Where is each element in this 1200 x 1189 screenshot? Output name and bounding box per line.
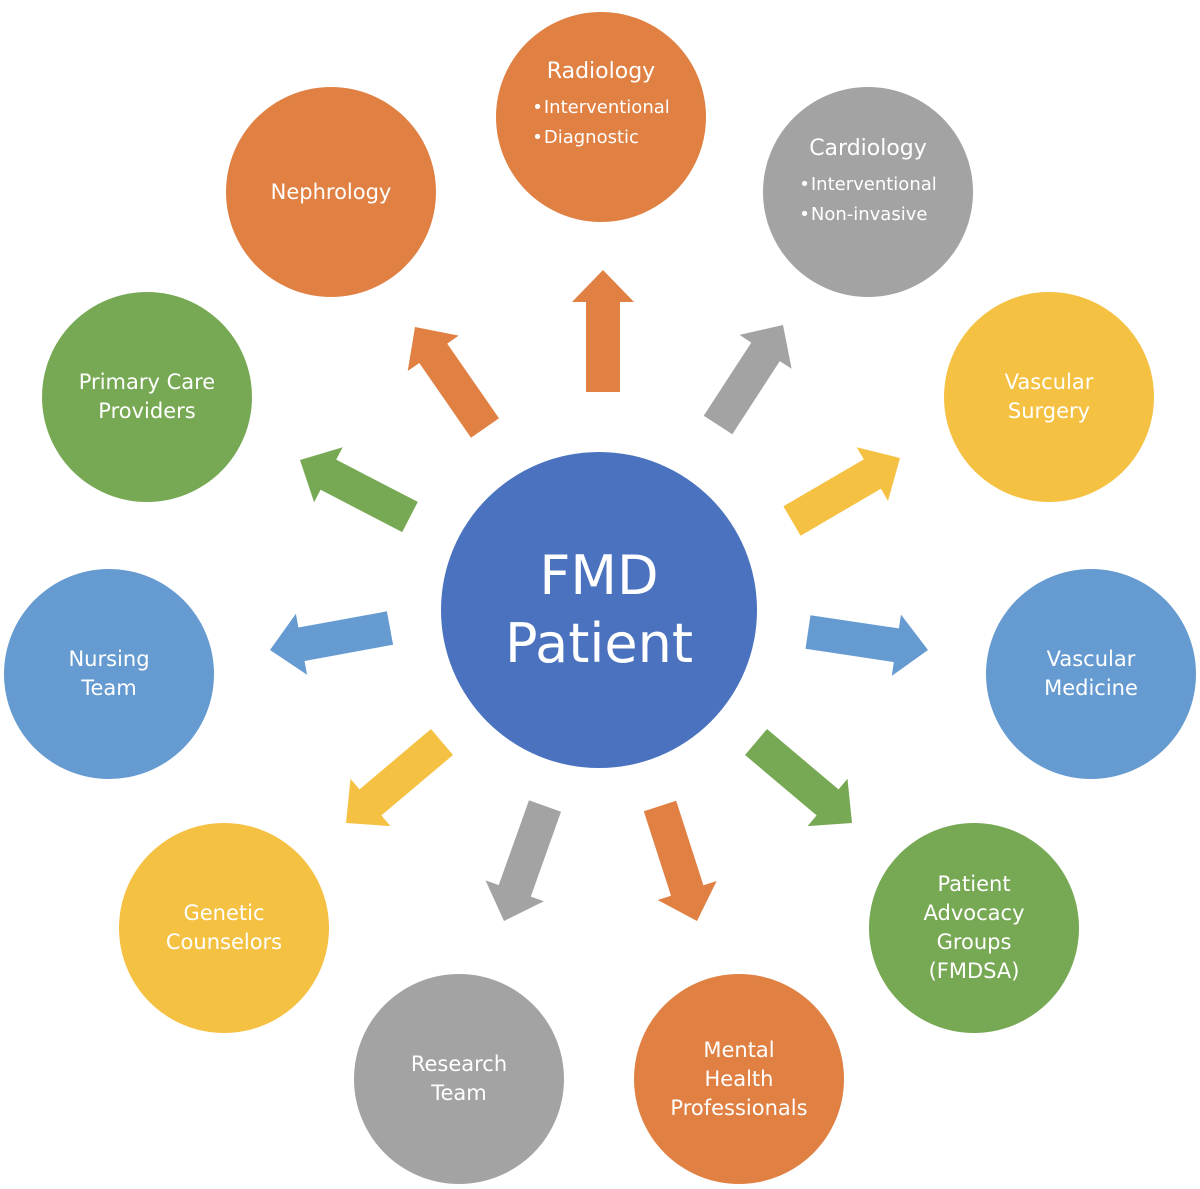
- node-vascular-medicine: Vascular Medicine: [986, 569, 1196, 779]
- node-cardiology-item: Interventional: [799, 170, 937, 200]
- arrow-to-research-team: [485, 800, 561, 921]
- node-nursing-team: Nursing Team: [4, 569, 214, 779]
- node-patient-advocacy-label: Patient Advocacy Groups (FMDSA): [923, 872, 1025, 983]
- node-patient-advocacy-groups: Patient Advocacy Groups (FMDSA): [869, 823, 1079, 1033]
- node-radiology: Radiology Interventional Diagnostic: [496, 12, 706, 222]
- arrow-to-radiology: [572, 270, 634, 392]
- node-vascular-medicine-label: Vascular Medicine: [1044, 647, 1138, 700]
- node-nursing-team-label: Nursing Team: [68, 647, 150, 700]
- node-cardiology-item: Non-invasive: [799, 200, 937, 230]
- center-node-fmd-patient: FMD Patient: [441, 452, 757, 768]
- node-cardiology-title: Cardiology: [809, 136, 927, 161]
- node-primary-care-providers: Primary Care Providers: [42, 292, 252, 502]
- arrow-to-primary-care: [300, 447, 418, 533]
- node-radiology-item: Diagnostic: [532, 123, 670, 153]
- node-vascular-surgery: Vascular Surgery: [944, 292, 1154, 502]
- node-cardiology: Cardiology Interventional Non-invasive: [763, 87, 973, 297]
- node-radiology-item: Interventional: [532, 93, 670, 123]
- arrow-to-patient-advocacy: [745, 729, 852, 827]
- node-research-team: Research Team: [354, 974, 564, 1184]
- node-genetic-counselors: Genetic Counselors: [119, 823, 329, 1033]
- node-genetic-counselors-label: Genetic Counselors: [165, 901, 283, 954]
- node-nephrology: Nephrology: [226, 87, 436, 297]
- arrow-to-nursing-team: [270, 611, 394, 675]
- node-radiology-list: Interventional Diagnostic: [532, 93, 670, 153]
- center-label: FMD Patient: [504, 544, 694, 675]
- arrow-to-mental-health: [643, 800, 717, 921]
- arrow-to-vascular-surgery: [783, 447, 900, 536]
- node-primary-care-label: Primary Care Providers: [78, 370, 216, 423]
- node-radiology-title: Radiology: [546, 59, 656, 84]
- node-nephrology-label: Nephrology: [270, 179, 392, 204]
- arrow-to-genetic-counselors: [346, 729, 453, 827]
- node-mental-health-professionals: Mental Health Professionals: [634, 974, 844, 1184]
- node-research-team-label: Research Team: [410, 1052, 508, 1105]
- node-cardiology-list: Interventional Non-invasive: [799, 170, 937, 230]
- arrow-to-nephrology: [407, 327, 499, 438]
- arrow-to-cardiology: [703, 325, 792, 435]
- node-mental-health-label: Mental Health Professionals: [670, 1037, 808, 1120]
- node-vascular-surgery-label: Vascular Surgery: [1004, 370, 1094, 423]
- arrow-to-vascular-medicine: [805, 614, 928, 676]
